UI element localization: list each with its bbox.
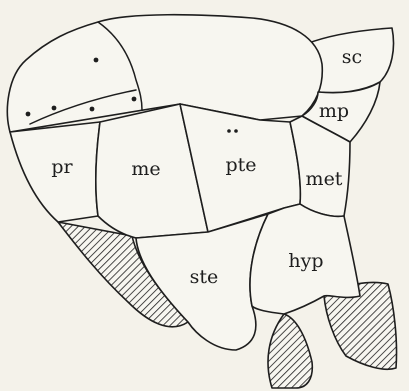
hatched-region-bottom-center [268,314,312,388]
label-me: me [131,158,160,180]
dot [26,112,31,117]
dot [90,107,95,112]
label-pte: pte [225,154,256,176]
label-sc: sc [342,46,362,68]
dot [52,106,57,111]
dot [234,129,238,133]
label-ste: ste [190,266,219,288]
label-mp: mp [319,100,349,122]
label-pr: pr [51,156,73,178]
label-hyp: hyp [288,250,323,272]
dot [94,58,99,63]
dot [132,97,137,102]
label-met: met [306,168,343,190]
dot [227,129,231,133]
